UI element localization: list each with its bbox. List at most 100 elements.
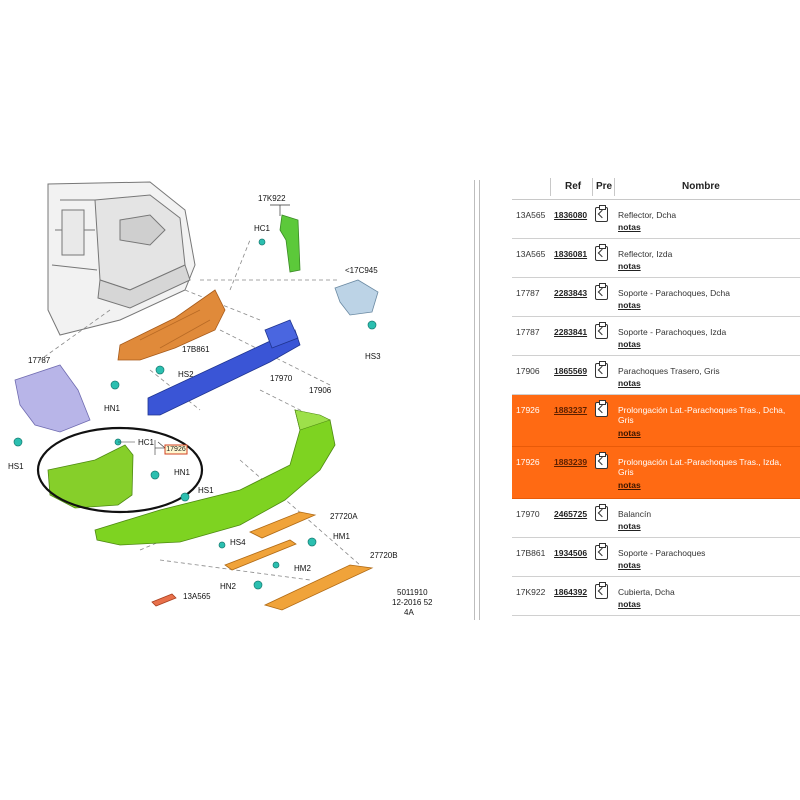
- table-row[interactable]: 17B861 1934506 Soporte - Parachoques not…: [512, 538, 800, 577]
- row-notes-link[interactable]: notas: [618, 378, 641, 388]
- row-code: 13A565: [516, 210, 546, 220]
- header-ref: Ref: [565, 181, 582, 192]
- label-hc1-top: HC1: [254, 224, 271, 233]
- label-hs4: HS4: [230, 538, 246, 547]
- header-pre: Pre: [596, 181, 613, 192]
- row-name: Reflector, Dcha: [618, 210, 677, 220]
- label-hn1-left: HN1: [104, 404, 121, 413]
- clipboard-icon[interactable]: [595, 504, 608, 521]
- label-hs1-left: HS1: [8, 462, 24, 471]
- label-hn1-mid: HN1: [174, 468, 191, 477]
- label-hc1-mid: HC1: [138, 438, 155, 447]
- clipboard-icon[interactable]: [595, 582, 608, 599]
- label-17970: 17970: [270, 374, 293, 383]
- row-notes-link[interactable]: notas: [618, 560, 641, 570]
- row-notes-link[interactable]: notas: [618, 521, 641, 531]
- row-ref-link[interactable]: 1883237: [554, 405, 588, 415]
- reflector-13a565: [151, 593, 177, 607]
- row-notes-link[interactable]: notas: [618, 339, 641, 349]
- row-ref-link[interactable]: 1836080: [554, 210, 588, 220]
- row-ref-link[interactable]: 1883239: [554, 457, 588, 467]
- table-row-highlighted[interactable]: 17926 1883239 Prolongación Lat.-Parachoq…: [512, 447, 800, 499]
- table-row[interactable]: 17K922 1864392 Cubierta, Dcha notas: [512, 577, 800, 616]
- row-notes-link[interactable]: notas: [618, 599, 641, 609]
- row-ref-link[interactable]: 1934506: [554, 548, 588, 558]
- row-code: 17906: [516, 366, 540, 376]
- row-name: Soporte - Parachoques, Izda: [618, 327, 727, 337]
- row-code: 13A565: [516, 249, 546, 259]
- table-row[interactable]: 17787 2283843 Soporte - Parachoques, Dch…: [512, 278, 800, 317]
- row-notes-link[interactable]: notas: [618, 428, 641, 438]
- highlight-circle: [36, 426, 204, 514]
- label-17k922: 17K922: [258, 194, 286, 203]
- stamp-line-2: 12-2016 52: [392, 598, 433, 607]
- exploded-view-drawing: [13, 181, 379, 611]
- row-ref-link[interactable]: 1836081: [554, 249, 588, 259]
- parts-diagram: 17K922 HC1 <17C945 HS3 17787 17B861 HS2 …: [0, 170, 470, 630]
- label-27720b: 27720B: [370, 551, 398, 560]
- bracket-17787: [14, 364, 91, 433]
- bracket-27720a: [249, 511, 317, 539]
- bracket-27720b: [263, 564, 374, 611]
- row-ref-link[interactable]: 1865569: [554, 366, 588, 376]
- row-code: 17926: [516, 405, 540, 415]
- table-row[interactable]: 13A565 1836081 Reflector, Izda notas: [512, 239, 800, 278]
- row-name: Balancín: [618, 509, 652, 519]
- table-header: Ref Pre Nombre: [512, 176, 800, 200]
- label-hn2: HN2: [220, 582, 237, 591]
- clipboard-icon[interactable]: [595, 244, 608, 261]
- row-code: 17926: [516, 457, 540, 467]
- table-row-highlighted[interactable]: 17926 1883237 Prolongación Lat.-Parachoq…: [512, 395, 800, 447]
- clipboard-icon[interactable]: [595, 205, 608, 222]
- row-notes-link[interactable]: notas: [618, 261, 641, 271]
- clipboard-icon[interactable]: [595, 400, 608, 417]
- table-row[interactable]: 17787 2283841 Soporte - Parachoques, Izd…: [512, 317, 800, 356]
- bracket-17b861: [117, 289, 226, 361]
- panel-divider: [474, 180, 480, 620]
- clipboard-icon[interactable]: [595, 543, 608, 560]
- row-ref-link[interactable]: 2283843: [554, 288, 588, 298]
- clipboard-icon[interactable]: [595, 452, 608, 469]
- label-hs3: HS3: [365, 352, 381, 361]
- label-hs1-mid: HS1: [198, 486, 214, 495]
- clipboard-icon[interactable]: [595, 283, 608, 300]
- row-ref-link[interactable]: 2465725: [554, 509, 588, 519]
- row-name: Cubierta, Dcha: [618, 587, 675, 597]
- table-row[interactable]: 17970 2465725 Balancín notas: [512, 499, 800, 538]
- label-hm2: HM2: [294, 564, 311, 573]
- label-13a565: 13A565: [183, 592, 211, 601]
- row-ref-link[interactable]: 2283841: [554, 327, 588, 337]
- row-name: Reflector, Izda: [618, 249, 673, 259]
- label-17c945: <17C945: [345, 266, 378, 275]
- label-hs2: HS2: [178, 370, 194, 379]
- label-27720a: 27720A: [330, 512, 358, 521]
- row-notes-link[interactable]: notas: [618, 222, 641, 232]
- table-row[interactable]: 13A565 1836080 Reflector, Dcha notas: [512, 200, 800, 239]
- row-name: Soporte - Parachoques, Dcha: [618, 288, 730, 298]
- label-17787: 17787: [28, 356, 51, 365]
- row-name: Soporte - Parachoques: [618, 548, 706, 558]
- row-code: 17787: [516, 288, 540, 298]
- clipboard-icon[interactable]: [595, 322, 608, 339]
- row-code: 17970: [516, 509, 540, 519]
- row-ref-link[interactable]: 1864392: [554, 587, 588, 597]
- row-notes-link[interactable]: notas: [618, 480, 641, 490]
- row-code: 17K922: [516, 587, 546, 597]
- label-17b861: 17B861: [182, 345, 210, 354]
- table-row[interactable]: 17906 1865569 Parachoques Trasero, Gris …: [512, 356, 800, 395]
- row-name: Prolongación Lat.-Parachoques Tras., Izd…: [618, 457, 782, 477]
- ref-box-outline: [164, 444, 188, 455]
- cover-17k922: [279, 214, 301, 273]
- row-name: Parachoques Trasero, Gris: [618, 366, 720, 376]
- label-hm1: HM1: [333, 532, 350, 541]
- stamp-line-3: 4A: [404, 608, 414, 617]
- header-name: Nombre: [682, 181, 720, 192]
- parts-table: Ref Pre Nombre 13A565 1836080 Reflector,…: [512, 176, 800, 616]
- clips: [13, 238, 377, 590]
- vehicle-body-outline: [47, 181, 196, 336]
- clipboard-icon[interactable]: [595, 361, 608, 378]
- row-notes-link[interactable]: notas: [618, 300, 641, 310]
- row-code: 17787: [516, 327, 540, 337]
- label-ref-box: 17926: [166, 446, 186, 453]
- row-name: Prolongación Lat.-Parachoques Tras., Dch…: [618, 405, 786, 425]
